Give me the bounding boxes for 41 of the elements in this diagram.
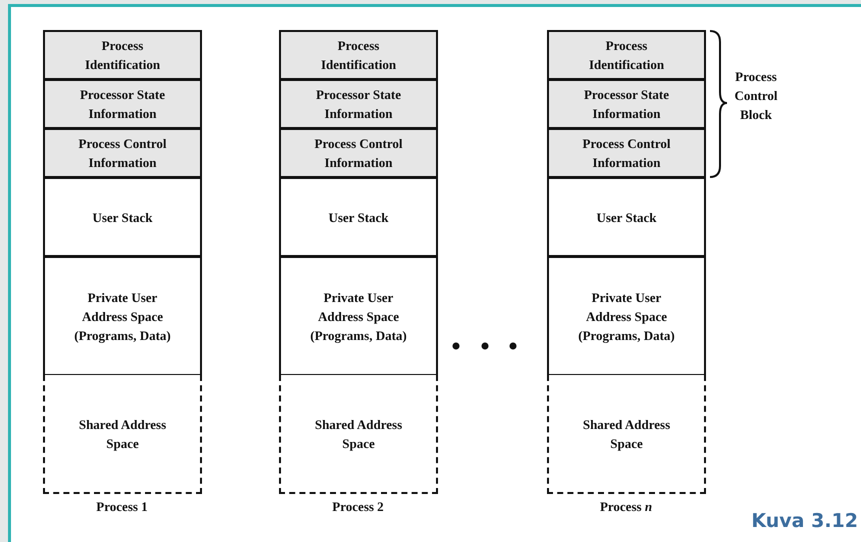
control-block-field — [547, 30, 706, 80]
process-label: Process 1 — [95, 499, 149, 515]
memory-region — [43, 256, 202, 376]
region-label: Shared Address Space — [314, 416, 404, 452]
region-label: User Stack — [328, 208, 389, 226]
control-block-field — [279, 128, 438, 178]
region-label: User Stack — [596, 208, 657, 226]
control-block-field — [547, 79, 706, 129]
region-label: Shared Address Space — [582, 416, 672, 452]
shared-memory-region — [547, 375, 706, 494]
region-label: Private User Address Space (Programs, Data) — [309, 288, 408, 344]
region-label: Processor State Information — [314, 86, 402, 123]
region-label: Process Identification — [84, 37, 162, 74]
shared-memory-region — [43, 375, 202, 494]
region-label: Process Control Information — [78, 135, 168, 172]
region-label: Process Control Information — [314, 135, 404, 172]
region-label: Private User Address Space (Programs, Data) — [577, 288, 676, 344]
memory-region — [547, 177, 706, 257]
process-label: Process n — [598, 499, 654, 515]
control-block-field — [279, 30, 438, 80]
control-block-field — [43, 30, 202, 80]
control-block-field — [43, 79, 202, 129]
memory-region — [279, 177, 438, 257]
control-block-field — [547, 128, 706, 178]
process-label: Process 2 — [331, 499, 385, 515]
region-label: Process Identification — [588, 37, 666, 74]
region-label: Processor State Information — [78, 86, 166, 123]
shared-memory-region — [279, 375, 438, 494]
region-label: User Stack — [92, 208, 153, 226]
region-label: Shared Address Space — [78, 416, 168, 452]
region-label: Process Identification — [320, 37, 398, 74]
memory-region — [43, 177, 202, 257]
memory-region — [547, 256, 706, 376]
region-label: Processor State Information — [582, 86, 670, 123]
region-label: Private User Address Space (Programs, Data) — [73, 288, 172, 344]
figure-number: Kuva 3.12 — [750, 510, 858, 532]
memory-region — [279, 256, 438, 376]
control-block-field — [43, 128, 202, 178]
control-block-field — [279, 79, 438, 129]
region-label: Process Control Information — [582, 135, 672, 172]
bracket-label: Process Control Block — [733, 68, 779, 124]
